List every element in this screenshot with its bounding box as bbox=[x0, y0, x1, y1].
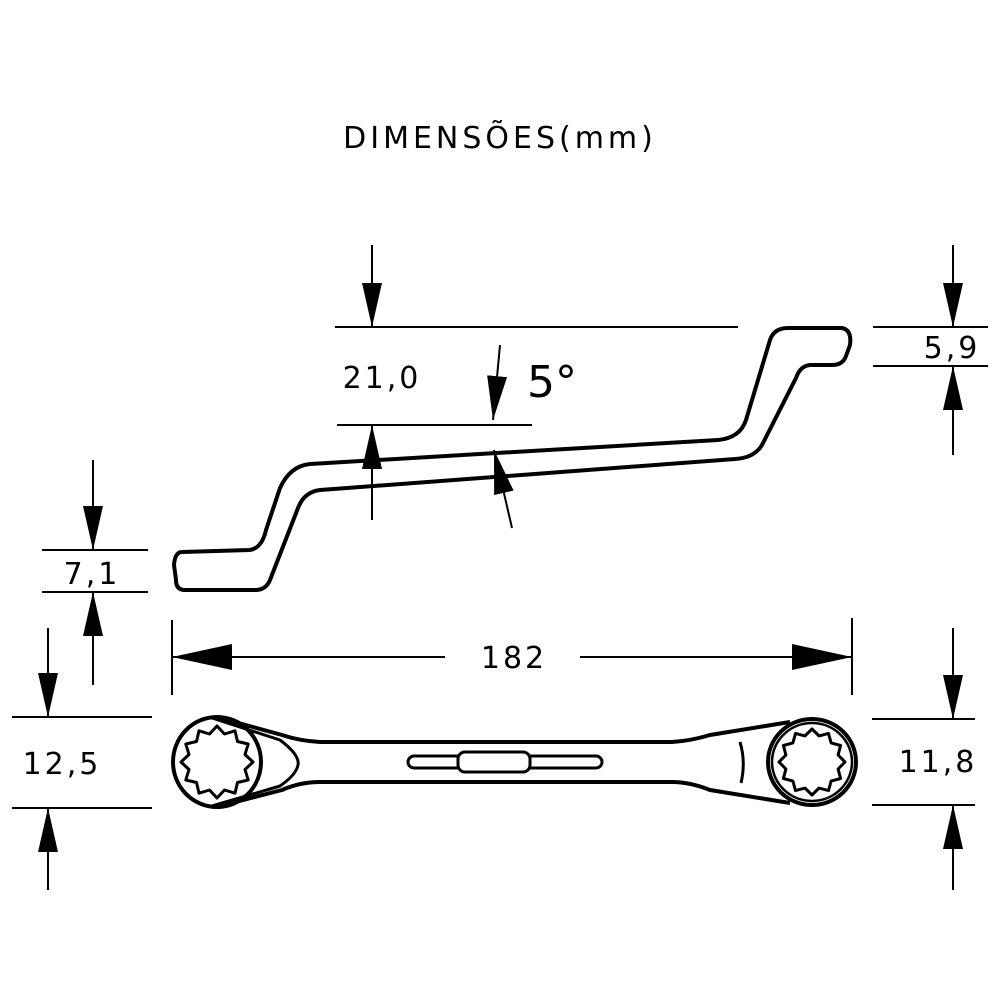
diagram-title: DIMENSÕES(mm) bbox=[343, 119, 657, 156]
left-ring-gear-icon bbox=[179, 724, 255, 800]
label-angle: 5° bbox=[527, 357, 577, 408]
label-right-head-width: 11,8 bbox=[899, 745, 978, 780]
label-length: 182 bbox=[481, 641, 547, 676]
label-left-head-thickness: 7,1 bbox=[64, 557, 121, 592]
label-offset-height: 21,0 bbox=[343, 361, 422, 396]
label-right-head-thickness: 5,9 bbox=[924, 331, 981, 366]
wrench-top-view bbox=[171, 715, 858, 809]
wrench-side-view bbox=[172, 326, 853, 592]
right-ring-gear-icon bbox=[777, 727, 847, 797]
arrow-angle-bottom bbox=[493, 449, 514, 529]
label-left-head-width: 12,5 bbox=[23, 747, 102, 782]
arrow-angle-top bbox=[487, 344, 508, 421]
